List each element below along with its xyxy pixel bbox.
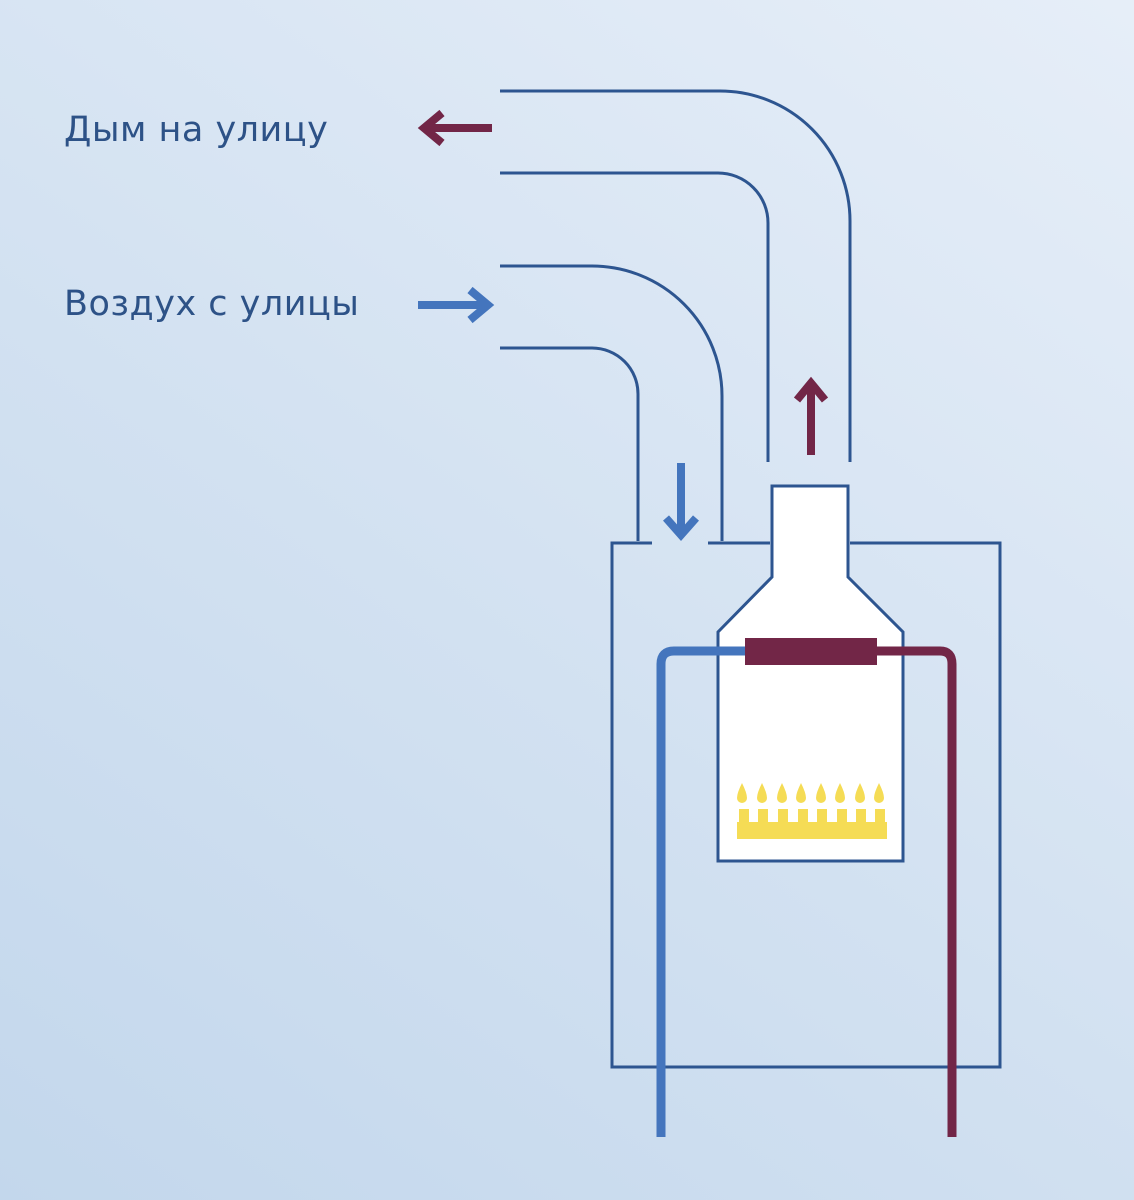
- smoke-out-label: Дым на улицу: [64, 110, 329, 150]
- air-down-arrow-icon: [663, 463, 699, 542]
- hot-water-pipe: [872, 646, 957, 1137]
- air-in-label: Воздух с улицы: [64, 284, 360, 324]
- air-intake-duct: [500, 264, 724, 541]
- flue-duct-outer-wall: [500, 89, 852, 462]
- burner-flame-icon: [737, 783, 887, 839]
- heat-exchanger: [745, 638, 877, 665]
- flue-duct-inner-wall: [500, 171, 770, 462]
- air-duct-inner-wall: [500, 346, 640, 541]
- cold-water-pipe: [656, 646, 750, 1137]
- burner-bar: [737, 822, 887, 839]
- combustion-chamber: [716, 484, 905, 863]
- air-duct-outer-wall: [500, 264, 724, 541]
- boiler-housing: [610, 541, 1002, 1069]
- air-in-arrow-icon: [418, 286, 495, 324]
- flue-duct: [500, 89, 852, 462]
- smoke-out-arrow-icon: [417, 109, 492, 147]
- smoke-up-arrow-icon: [793, 376, 829, 455]
